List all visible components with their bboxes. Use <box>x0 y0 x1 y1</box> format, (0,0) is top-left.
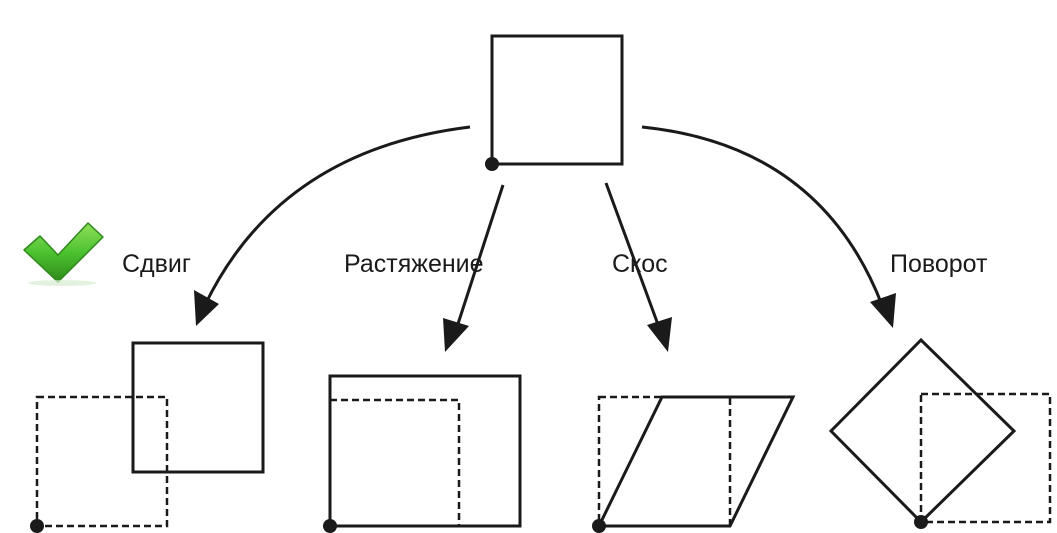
skew-original-square <box>597 395 732 528</box>
arrow-to-translate <box>194 125 471 326</box>
stretch-scaled-rect <box>328 374 522 528</box>
checkmark-icon <box>23 222 104 286</box>
skew-example <box>592 395 796 533</box>
source-anchor-point <box>485 157 499 171</box>
translate-anchor-point <box>30 519 44 533</box>
rotate-diamond <box>828 337 1017 525</box>
rotate-example <box>828 337 1052 529</box>
translate-original-square <box>35 395 169 528</box>
stretch-anchor-point <box>323 519 337 533</box>
arrow-to-stretch <box>443 184 505 352</box>
arrowhead-translate <box>194 290 219 326</box>
stretch-original-square <box>328 398 461 528</box>
stretch-example <box>323 374 522 533</box>
label-translate: Сдвиг <box>122 250 191 278</box>
arrow-to-rotate <box>641 125 896 328</box>
label-rotate: Поворот <box>890 250 988 278</box>
label-skew: Скос <box>612 250 668 278</box>
arrowhead-stretch <box>443 318 469 352</box>
arrow-to-skew <box>604 182 672 352</box>
skew-parallelogram <box>596 395 796 528</box>
arrowhead-rotate <box>870 293 896 328</box>
translate-moved-square <box>131 341 265 474</box>
rotate-anchor-point <box>914 515 928 529</box>
arrowhead-skew <box>647 317 672 352</box>
rotate-original-square <box>919 392 1052 524</box>
skew-anchor-point <box>592 519 606 533</box>
source-square <box>485 34 624 171</box>
translate-example <box>30 341 265 533</box>
label-stretch: Растяжение <box>344 250 484 278</box>
